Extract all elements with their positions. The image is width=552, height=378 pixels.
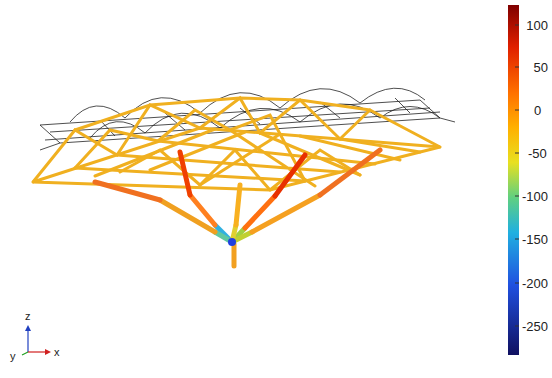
colorbar-tick-label: -100 xyxy=(522,190,548,203)
axis-label: y xyxy=(10,351,16,362)
axis-label: x xyxy=(54,347,60,358)
colorbar-tick-label: -150 xyxy=(522,233,548,246)
truss-grid xyxy=(33,98,440,190)
colorbar-tick-label: -50 xyxy=(528,147,547,160)
colorbar xyxy=(508,5,519,355)
colorbar-ticks xyxy=(515,25,519,326)
axis-label: z xyxy=(25,311,31,322)
colorbar-tick-label: 0 xyxy=(534,104,541,117)
colorbar-tick-label: 100 xyxy=(526,19,548,32)
axis-triad xyxy=(22,325,51,355)
colorbar-tick-label: -250 xyxy=(522,320,548,333)
tree-column xyxy=(95,150,380,266)
colorbar-tick-label: -200 xyxy=(522,277,548,290)
colorbar-tick-label: 50 xyxy=(534,61,548,74)
